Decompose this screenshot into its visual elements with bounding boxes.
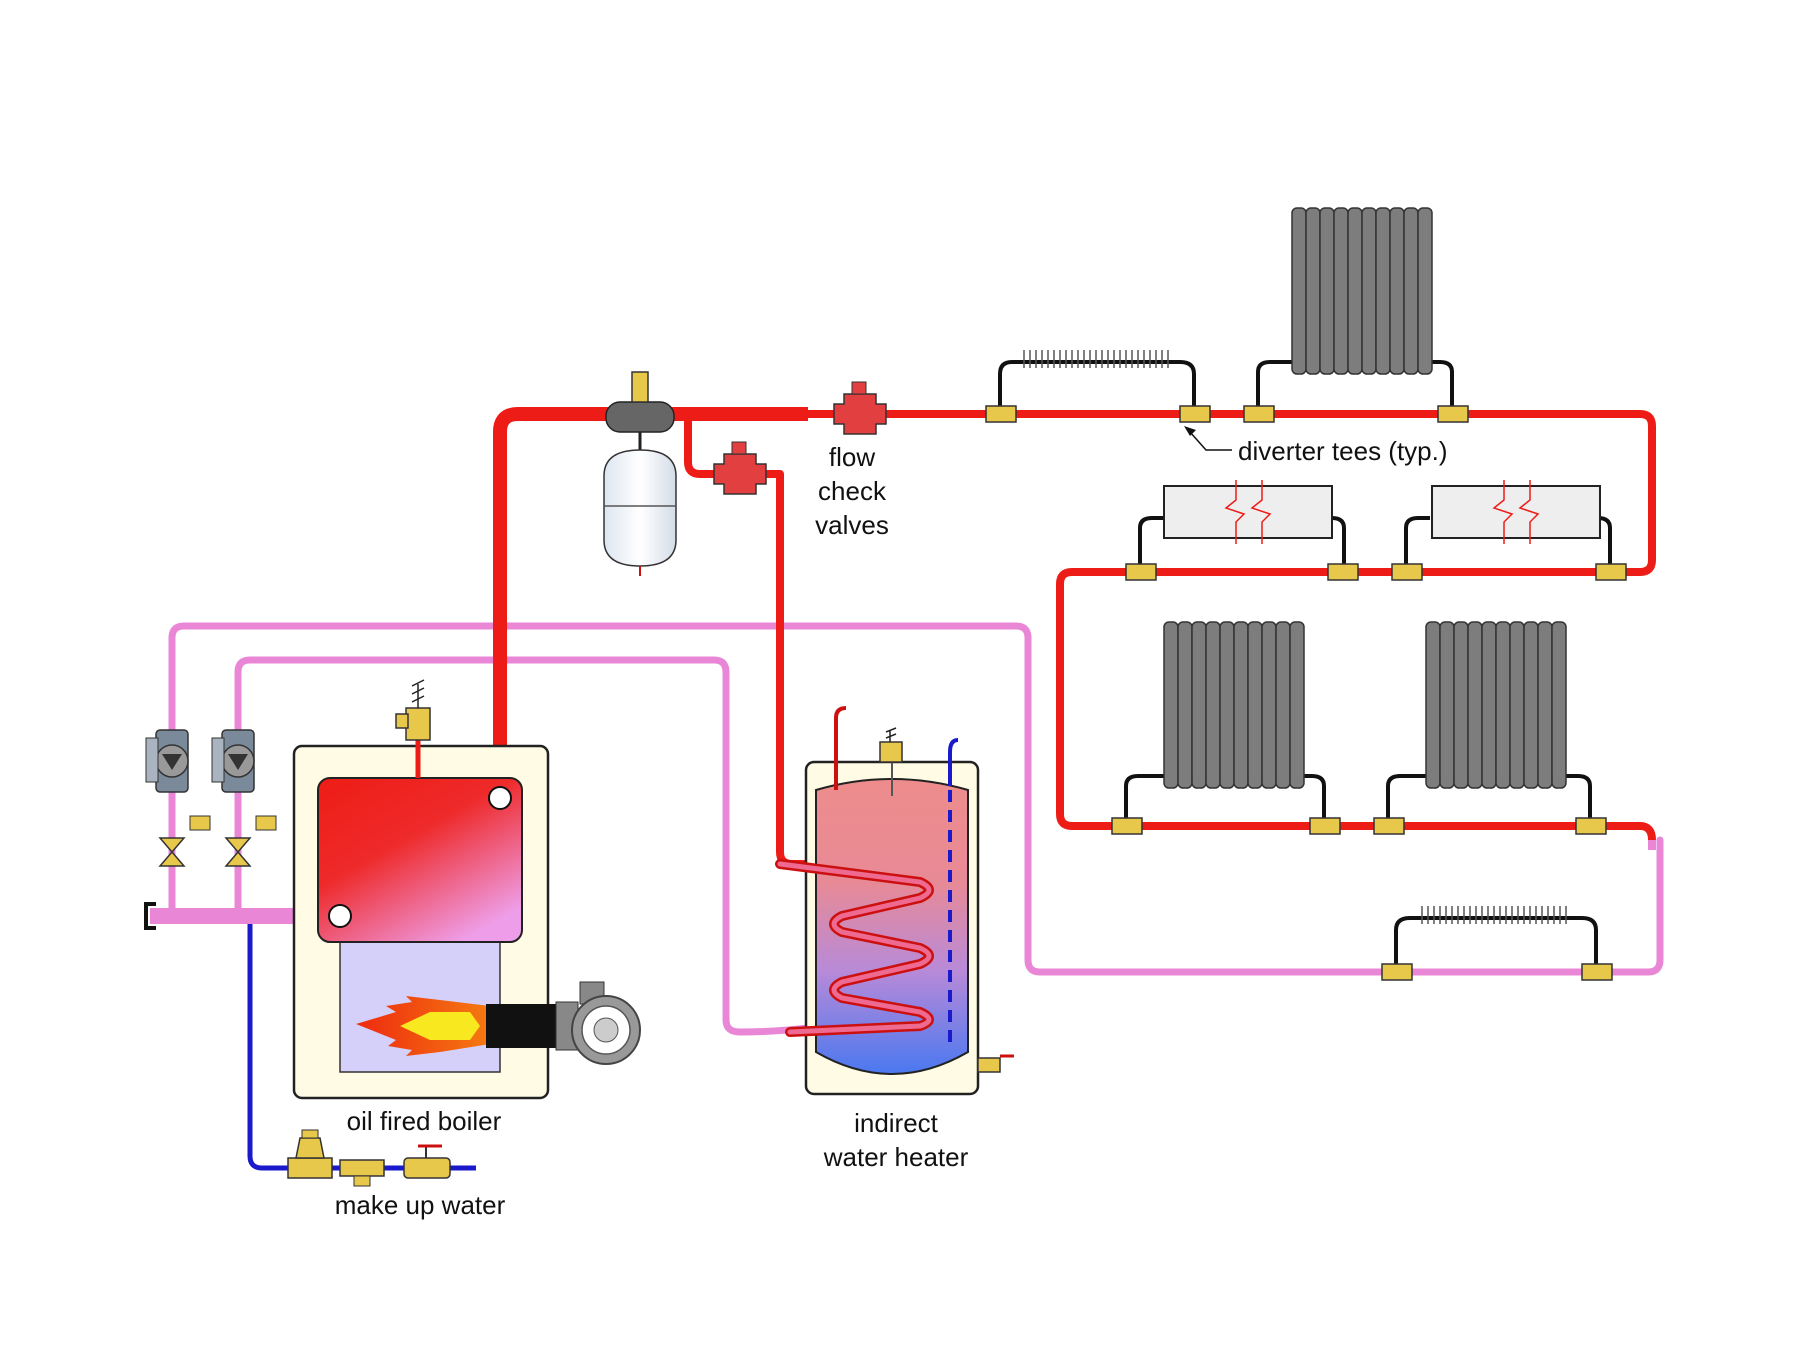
diverter-callout-arrow xyxy=(1189,431,1232,451)
check-label: check xyxy=(818,476,887,506)
purger-icon xyxy=(605,371,675,433)
boiler-return-header xyxy=(150,908,340,924)
valves-label: valves xyxy=(815,510,889,540)
expansion-tank-icon xyxy=(603,432,677,576)
fin-tube-baseboard-icon xyxy=(1421,906,1567,924)
burner-icon xyxy=(486,981,641,1065)
diverter-tees-label: diverter tees (typ.) xyxy=(1238,436,1448,466)
indirect-label: indirect xyxy=(854,1108,939,1138)
cast-iron-radiator-icon xyxy=(1425,621,1567,789)
emitters xyxy=(998,360,1612,972)
make-up-water-pipe xyxy=(247,924,476,1171)
drain-valve-icon xyxy=(977,1054,1014,1073)
isolation-valve-icon xyxy=(158,815,277,867)
feed-valve-icon xyxy=(287,1129,451,1187)
circulator-icon xyxy=(145,729,189,793)
fin-tube-baseboard-icon xyxy=(1023,350,1169,368)
panel-radiator-icon xyxy=(1431,480,1601,544)
cast-iron-radiator-icon xyxy=(1291,207,1433,375)
panel-radiator-icon xyxy=(1163,480,1333,544)
water-heater-label: water heater xyxy=(823,1142,969,1172)
loop-transition xyxy=(1648,840,1656,850)
circulator-icon xyxy=(211,729,255,793)
make-up-water-label: make up water xyxy=(335,1190,506,1220)
diverter-tees xyxy=(985,405,1627,981)
oil-fired-boiler xyxy=(292,679,641,1100)
cast-iron-radiator-icon xyxy=(1163,621,1305,789)
tp-relief-valve-icon xyxy=(879,727,903,796)
indirect-water-heater xyxy=(775,706,1014,1096)
header-cap xyxy=(144,902,156,930)
flow-check-valve-icon xyxy=(833,381,887,435)
relief-valve-icon xyxy=(395,679,431,778)
boiler-label: oil fired boiler xyxy=(347,1106,502,1136)
flow-check-valve-icon xyxy=(713,441,767,495)
flow-label: flow xyxy=(829,442,875,472)
